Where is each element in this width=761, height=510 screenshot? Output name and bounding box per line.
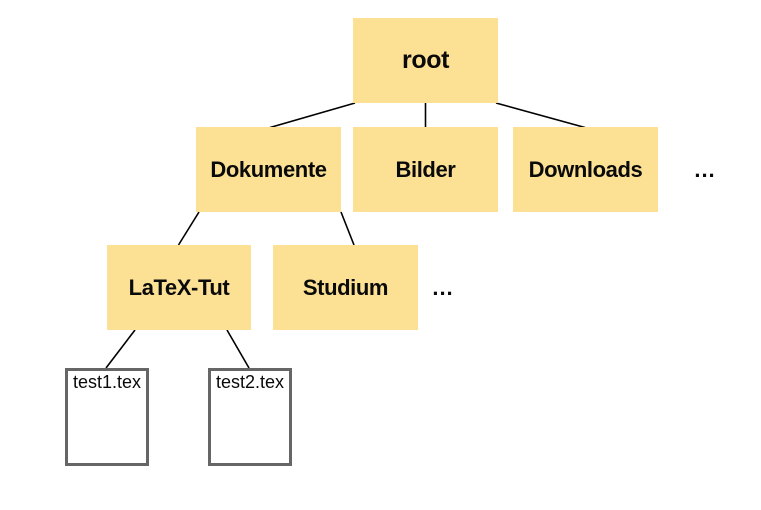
- node-bilder-label: Bilder: [395, 156, 456, 182]
- node-dokumente-label: Dokumente: [210, 156, 327, 182]
- node-bilder: Bilder: [353, 127, 498, 212]
- node-studium: Studium: [273, 245, 418, 330]
- node-test1-label: test1.tex: [72, 372, 142, 392]
- ellipsis-level2: ...: [423, 245, 463, 330]
- node-root: root: [353, 18, 498, 103]
- node-test2-label: test2.tex: [215, 372, 285, 392]
- node-studium-label: Studium: [302, 274, 389, 300]
- node-root-label: root: [402, 46, 449, 74]
- node-test2: test2.tex: [208, 368, 292, 466]
- edge-dokumente-studium: [340, 211, 355, 246]
- edge-latex-tut-test2: [226, 329, 250, 369]
- node-dokumente: Dokumente: [196, 127, 341, 212]
- edge-latex-tut-test1: [105, 329, 136, 369]
- ellipsis-level2-text: ...: [432, 274, 454, 300]
- ellipsis-level1-text: ...: [694, 156, 716, 182]
- node-downloads-label: Downloads: [528, 156, 643, 182]
- node-latex-tut-label: LaTeX-Tut: [128, 274, 230, 300]
- edge-root-downloads: [495, 102, 586, 129]
- node-test1: test1.tex: [65, 368, 149, 466]
- edge-root-dokumente: [269, 102, 356, 129]
- ellipsis-level1: ...: [685, 127, 725, 212]
- node-latex-tut: LaTeX-Tut: [107, 245, 251, 330]
- edge-dokumente-latex-tut: [177, 211, 200, 246]
- node-downloads: Downloads: [513, 127, 658, 212]
